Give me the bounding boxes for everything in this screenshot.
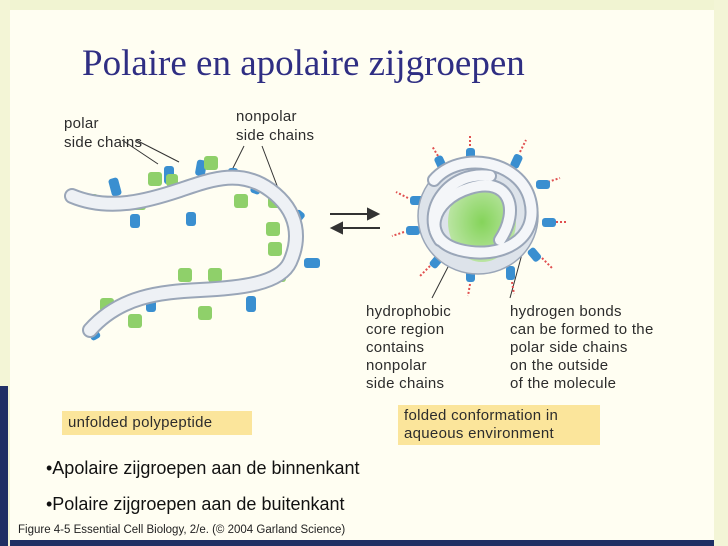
hydrophobic-line-1: hydrophobic — [366, 303, 451, 320]
bullet-apolar-inside: •Apolaire zijgroepen aan de binnenkant — [46, 458, 360, 478]
hydrogen-bonds-label: hydrogen bonds can be formed to the pola… — [510, 303, 654, 392]
nonpolar-label-line1: nonpolar — [236, 108, 297, 125]
slide-frame-bottom — [10, 540, 714, 546]
hbonds-line-2: can be formed to the — [510, 321, 654, 338]
slide-frame-top — [10, 0, 728, 10]
hbonds-line-5: of the molecule — [510, 375, 616, 392]
slide-frame-right — [714, 0, 728, 546]
unfolded-polypeptide — [64, 156, 320, 341]
polar-label-line2: side chains — [64, 134, 142, 151]
slide-frame-left — [0, 0, 10, 546]
folded-caption-line2: aqueous environment — [404, 425, 554, 442]
figure-source-caption: Figure 4-5 Essential Cell Biology, 2/e. … — [18, 524, 346, 536]
hydrophobic-line-4: nonpolar — [366, 357, 427, 374]
hydrophobic-line-2: core region — [366, 321, 444, 338]
nonpolar-label-line2: side chains — [236, 127, 314, 144]
bullet-polar-outside: •Polaire zijgroepen aan de buitenkant — [46, 494, 345, 514]
hydrophobic-line-3: contains — [366, 339, 424, 356]
slide-title: Polaire en apolaire zijgroepen — [82, 43, 525, 84]
hbonds-line-4: on the outside — [510, 357, 608, 374]
hbonds-line-3: polar side chains — [510, 339, 628, 356]
folded-protein — [391, 134, 568, 297]
hbonds-line-1: hydrogen bonds — [510, 303, 622, 320]
folded-conformation-caption: folded conformation in aqueous environme… — [398, 405, 600, 445]
unfolded-polypeptide-caption: unfolded polypeptide — [62, 411, 252, 435]
hydrophobic-line-5: side chains — [366, 375, 444, 392]
folded-caption-line1: folded conformation in — [404, 407, 559, 424]
hydrophobic-core-label: hydrophobic core region contains nonpola… — [366, 303, 451, 392]
equilibrium-arrows-icon — [329, 207, 381, 235]
polar-label-line1: polar — [64, 115, 99, 132]
